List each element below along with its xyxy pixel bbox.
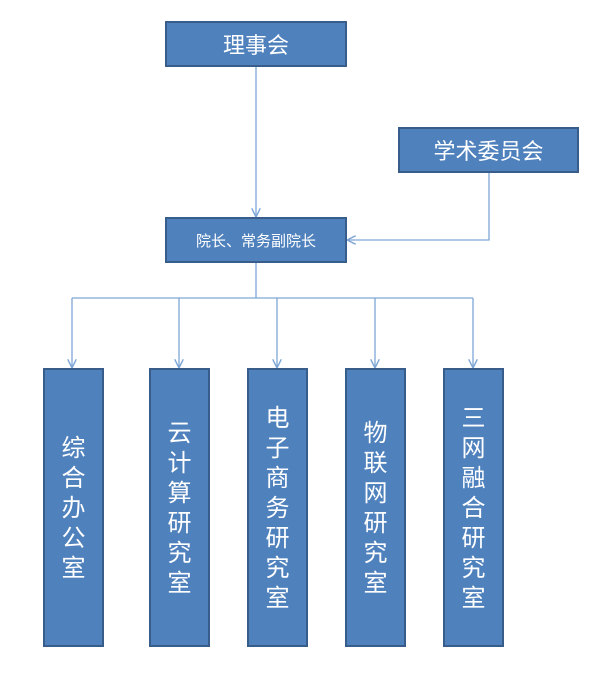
committee-label: 学术委员会	[433, 140, 544, 165]
committee-to-president-arrow	[348, 173, 490, 240]
board-box: 理事会	[165, 21, 347, 67]
department-label: 电子商务研究室	[265, 403, 290, 612]
department-label: 三网融合研究室	[461, 403, 486, 612]
department-box-cloud: 云计算研究室	[149, 368, 210, 647]
department-box-office: 综合办公室	[43, 368, 104, 647]
department-label: 综合办公室	[61, 433, 86, 582]
department-box-ecommerce: 电子商务研究室	[247, 368, 308, 647]
committee-box: 学术委员会	[398, 127, 579, 173]
department-label: 云计算研究室	[167, 418, 192, 597]
department-box-triple-play: 三网融合研究室	[443, 368, 504, 647]
president-box: 院长、常务副院长	[165, 217, 347, 263]
board-label: 理事会	[222, 34, 289, 59]
president-label: 院长、常务副院长	[195, 231, 316, 250]
department-box-iot: 物联网研究室	[345, 368, 406, 647]
department-label: 物联网研究室	[363, 418, 388, 597]
